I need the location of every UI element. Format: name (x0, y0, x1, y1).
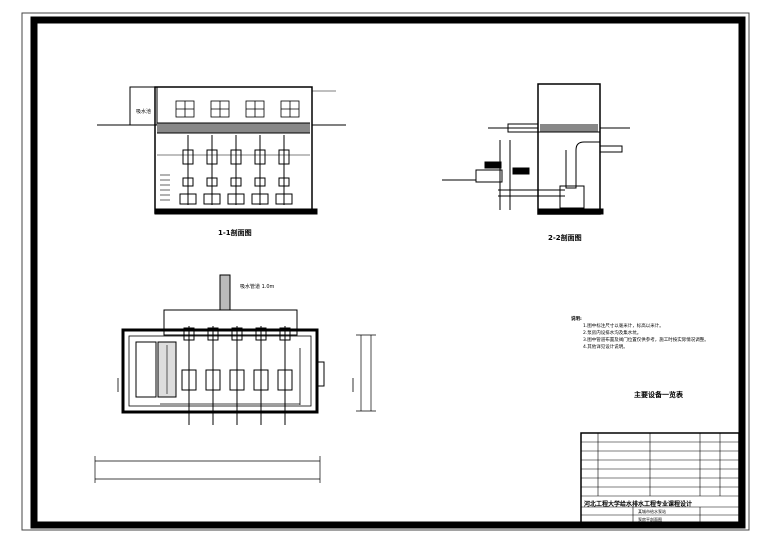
notes-block: 说明: 1.图中标注尺寸以毫米计，标高以米计。 2.泵房内设排水沟及集水坑。 3… (571, 316, 709, 351)
note-item: 4.其他详见设计说明。 (583, 345, 628, 350)
note-item: 3.图中管道布置及阀门位置仅供参考，施工时按实际情况调整。 (583, 338, 709, 343)
equipment-table-title: 主要设备一览表 (634, 391, 683, 399)
plan-pipe-label: 吸水管道 1.0m (240, 284, 275, 290)
note-item: 1.图中标注尺寸以毫米计，标高以米计。 (583, 324, 664, 329)
section-2-2-title: 2-2剖面图 (548, 234, 582, 242)
tank-label: 吸水池 (136, 109, 152, 115)
outer-frame (21, 12, 750, 531)
inner-border (30, 16, 746, 529)
section-1-1-title: 1-1剖面图 (218, 229, 252, 237)
title-block-project: 某城市给水泵站 (638, 509, 666, 514)
title-block-drawing-name: 泵房平剖面图 (638, 517, 662, 522)
section-1-1 (97, 86, 346, 215)
pump-room-plan (94, 274, 376, 483)
title-block-school: 河北工程大学给水排水工程专业课程设计 (584, 501, 693, 508)
title-block (580, 432, 740, 524)
section-2-2 (442, 83, 630, 215)
notes-title: 说明: (571, 317, 582, 322)
note-item: 2.泵房内设排水沟及集水坑。 (583, 331, 642, 336)
